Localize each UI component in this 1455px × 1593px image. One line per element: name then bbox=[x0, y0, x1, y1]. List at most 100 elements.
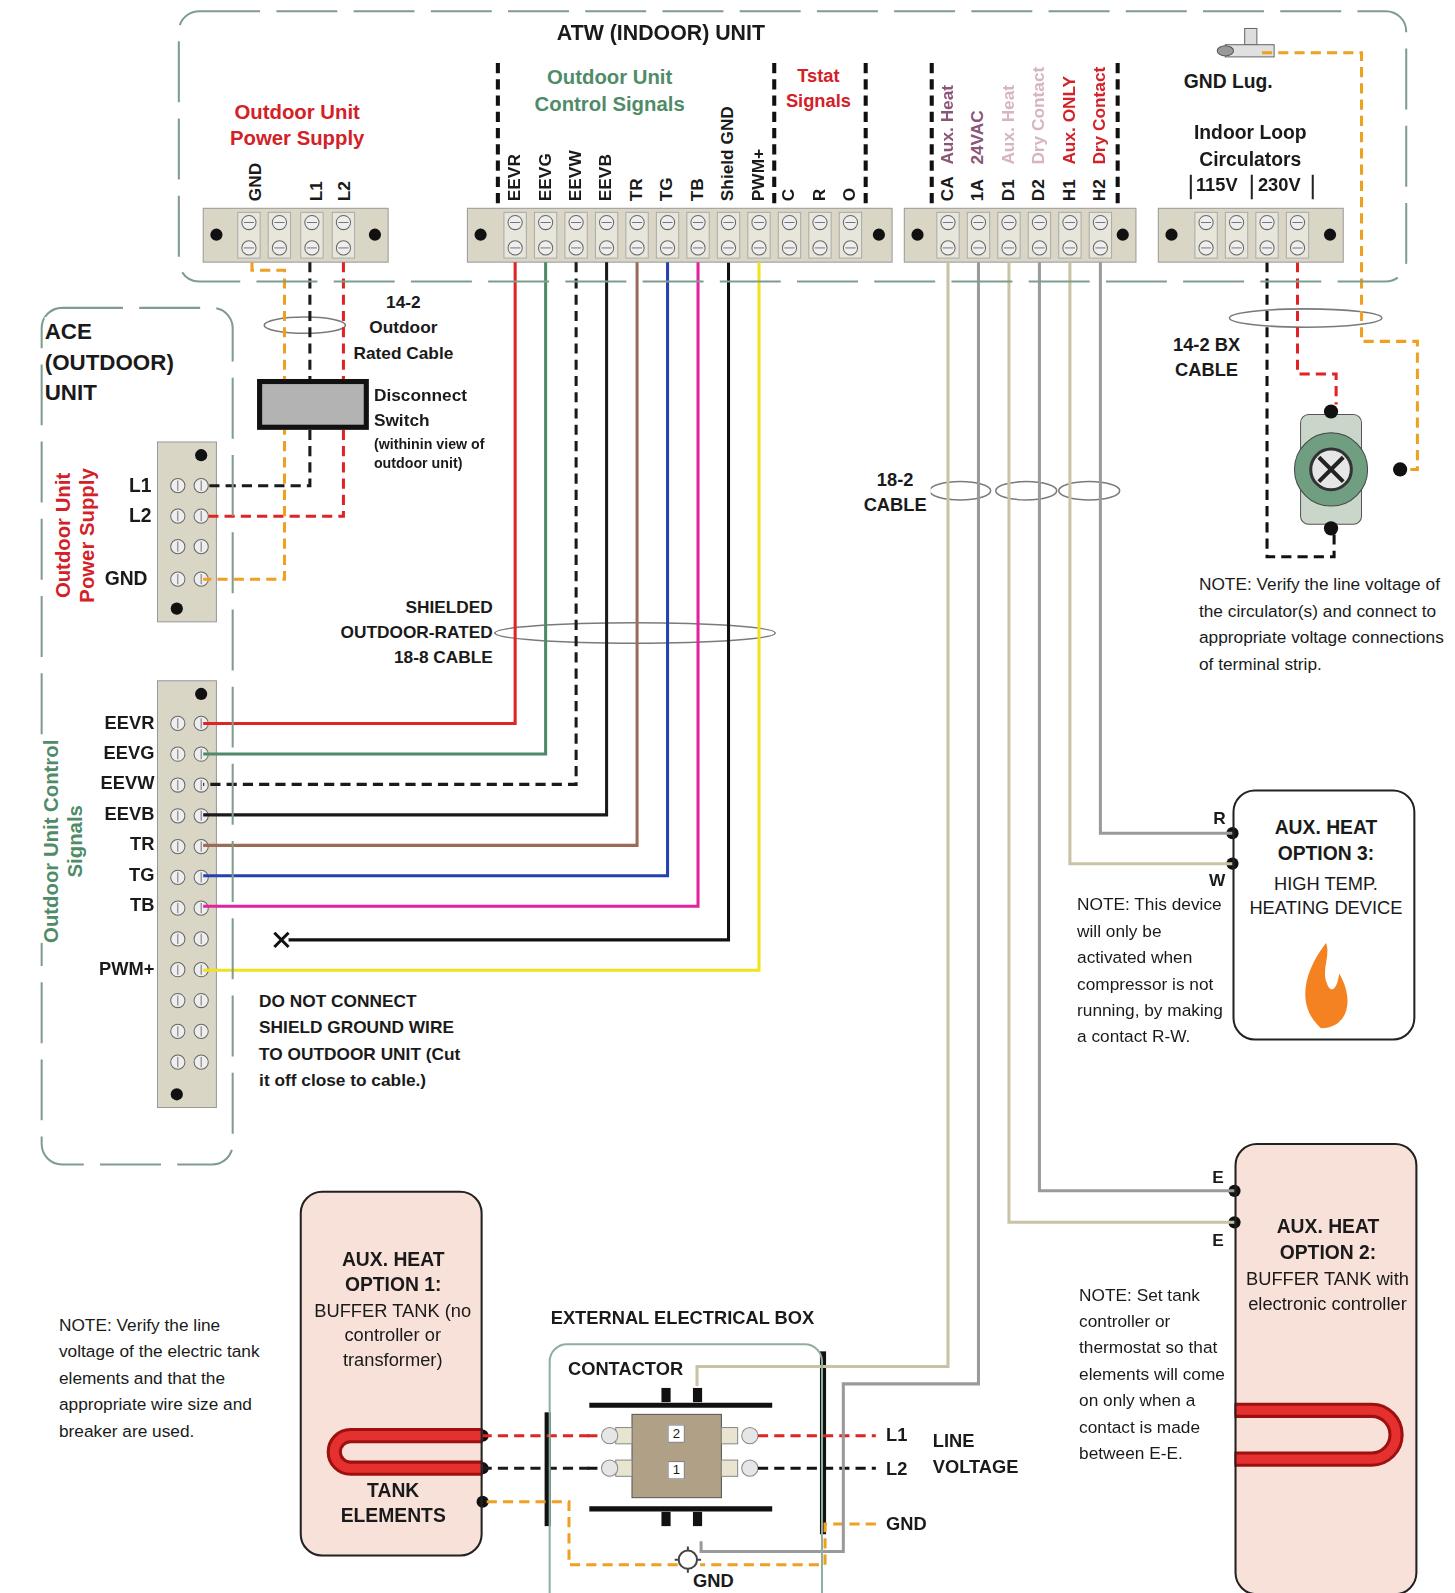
wiring-drawing bbox=[675, 1546, 701, 1572]
wiring-drawing bbox=[338, 222, 348, 223]
wiring-drawing bbox=[1063, 241, 1077, 255]
wiring-drawing bbox=[194, 993, 208, 1007]
wiring-drawing bbox=[201, 511, 202, 521]
wiring-drawing bbox=[845, 247, 855, 248]
disconnect-switch: Disconnect Switch(withinin view of outdo… bbox=[257, 379, 511, 484]
terminal-label: R bbox=[1213, 809, 1225, 830]
node-heading: AUX. HEAT OPTION 3: bbox=[1250, 815, 1402, 866]
wiring-drawing bbox=[177, 511, 178, 521]
wiring-drawing bbox=[973, 247, 983, 248]
wiring-drawing bbox=[626, 212, 648, 258]
terminal-label: 115V bbox=[1196, 175, 1238, 197]
wiring-drawing bbox=[599, 241, 613, 255]
wiring-drawing bbox=[1002, 215, 1016, 229]
node-heading: AUX. HEAT OPTION 2: bbox=[1252, 1214, 1404, 1265]
wiring-drawing bbox=[171, 963, 185, 977]
terminal-label: L2 bbox=[886, 1459, 907, 1481]
terminal-label: EEVB bbox=[596, 154, 617, 201]
wiring-drawing bbox=[943, 247, 953, 248]
wiring-drawing bbox=[632, 1414, 721, 1497]
wiring-drawing bbox=[201, 934, 202, 944]
wiring-drawing bbox=[1095, 247, 1105, 248]
wiring-drawing bbox=[495, 623, 775, 643]
terminal-label: EEVW bbox=[101, 773, 155, 795]
terminal-label: EEVB bbox=[105, 804, 155, 826]
terminal-label: D1 bbox=[999, 179, 1020, 201]
wiring-drawing bbox=[1032, 215, 1046, 229]
wiring-drawing bbox=[587, 1434, 876, 1437]
wire-connector bbox=[203, 262, 667, 876]
wiring-drawing bbox=[843, 241, 857, 255]
wiring-drawing bbox=[754, 247, 764, 248]
wiring-drawing bbox=[171, 1088, 183, 1100]
wiring-drawing bbox=[784, 222, 794, 223]
terminal-label: E bbox=[1212, 1167, 1224, 1188]
wiring-drawing bbox=[1393, 462, 1407, 476]
terminal-label: L1 bbox=[129, 475, 152, 498]
wiring-drawing bbox=[1059, 212, 1081, 258]
wiring-drawing bbox=[662, 247, 672, 248]
wiring-drawing bbox=[754, 222, 764, 223]
region-outline bbox=[41, 307, 234, 1166]
wiring-drawing bbox=[1256, 212, 1278, 258]
wiring-drawing bbox=[1093, 241, 1107, 255]
wiring-drawing bbox=[177, 811, 178, 821]
wiring-drawing bbox=[632, 247, 642, 248]
note-text: NOTE: Verify the line voltage of the ele… bbox=[59, 1313, 267, 1445]
wiring-drawing bbox=[171, 870, 185, 884]
wiring-drawing bbox=[1229, 241, 1243, 255]
terminal-label: CA bbox=[938, 176, 959, 201]
wiring-drawing bbox=[1231, 247, 1241, 248]
electrical-box: EXTERNAL ELECTRICAL BOXCONTACTOR bbox=[549, 1343, 823, 1593]
wiring-drawing bbox=[268, 212, 290, 258]
wiring-drawing bbox=[1065, 222, 1075, 223]
note-text: DO NOT CONNECT SHIELD GROUND WIRE TO OUT… bbox=[259, 989, 462, 1095]
wiring-drawing bbox=[201, 811, 202, 821]
terminal-label: 24VAC bbox=[968, 110, 989, 164]
terminal-label: 2 bbox=[668, 1425, 686, 1443]
wiring-drawing bbox=[171, 479, 185, 493]
wiring-drawing bbox=[1290, 215, 1304, 229]
cable-label: 14-2 Outdoor Rated Cable bbox=[351, 290, 457, 366]
wiring-drawing bbox=[157, 681, 216, 1108]
cable-label: SHIELDED OUTDOOR-RATED 18-8 CABLE bbox=[330, 594, 493, 670]
wiring-drawing bbox=[845, 222, 855, 223]
terminal-label: TB bbox=[130, 895, 154, 917]
wiring-drawing bbox=[1292, 247, 1302, 248]
wiring-drawing bbox=[1225, 212, 1247, 258]
wiring-drawing bbox=[1324, 229, 1336, 241]
wiring-drawing bbox=[721, 1428, 737, 1444]
region-border bbox=[42, 308, 233, 1165]
wiring-drawing bbox=[599, 215, 613, 229]
wire-connector bbox=[701, 262, 978, 1551]
wiring-drawing bbox=[244, 222, 254, 223]
wiring-drawing bbox=[632, 222, 642, 223]
wiring-drawing bbox=[305, 241, 319, 255]
wiring-drawing bbox=[244, 247, 254, 248]
buffer-tank-box: AUX. HEAT OPTION 1:BUFFER TANK (no contr… bbox=[300, 1191, 483, 1557]
wiring-drawing bbox=[194, 778, 208, 792]
wiring-drawing bbox=[194, 1024, 208, 1038]
wiring-drawing bbox=[504, 212, 526, 258]
wiring-drawing bbox=[508, 215, 522, 229]
wiring-drawing bbox=[1298, 262, 1337, 404]
wiring-drawing bbox=[660, 215, 674, 229]
note-text: NOTE: This device will only be activated… bbox=[1077, 892, 1229, 1051]
wire-connector bbox=[203, 262, 515, 723]
wiring-drawing bbox=[742, 1460, 758, 1476]
wire-connector bbox=[483, 1434, 590, 1437]
wiring-drawing bbox=[334, 1436, 482, 1469]
wiring-drawing bbox=[998, 212, 1020, 258]
wiring-drawing bbox=[201, 481, 202, 491]
wiring-drawing bbox=[1324, 521, 1338, 535]
wire-connector bbox=[203, 262, 698, 906]
node-text: BUFFER TANK with electronic controller bbox=[1244, 1267, 1412, 1316]
wiring-drawing bbox=[943, 222, 953, 223]
wiring-drawing bbox=[996, 482, 1057, 500]
group-heading: Outdoor Unit Power Supply bbox=[208, 99, 386, 152]
wiring-drawing bbox=[171, 901, 185, 915]
wiring-drawing bbox=[809, 212, 831, 258]
terminal-label: H1 bbox=[1060, 179, 1081, 201]
terminal-label: H2 bbox=[1090, 179, 1111, 201]
terminal-label: L2 bbox=[129, 505, 152, 528]
